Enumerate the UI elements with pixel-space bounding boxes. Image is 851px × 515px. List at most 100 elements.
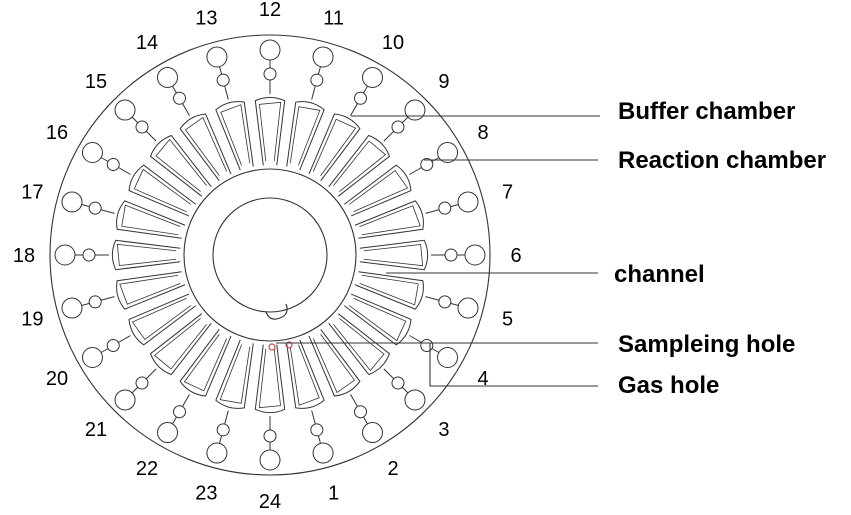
channel-outer [179,329,232,397]
stem [350,394,358,407]
channel-inner [258,348,282,409]
neck [172,416,177,425]
channel-outer [128,164,196,217]
channel-inner [363,243,424,267]
neck [450,204,459,208]
stem [118,167,131,175]
channel-inner [333,318,385,372]
channel-inner [359,274,419,306]
reaction-chamber [362,66,383,88]
neck [100,348,109,353]
center-hole [212,197,328,313]
neck [81,302,90,306]
chamber-number: 15 [85,71,107,93]
chamber-unit [308,66,383,181]
buffer-chamber [88,295,102,309]
stem [100,296,115,301]
channel-outer [215,339,254,409]
reaction-chamber [157,66,178,88]
gas-hole [285,341,293,349]
stem [145,130,157,142]
buffer-chamber [82,248,96,262]
buffer-chamber [263,429,277,443]
buffer-chamber [438,201,452,215]
stem [409,335,422,343]
chamber-unit [308,329,383,444]
stem [425,209,440,214]
reaction-chamber [464,244,486,266]
buffer-chamber [88,201,102,215]
buffer-chamber [310,73,324,87]
reaction-chamber [457,297,479,319]
reaction-chamber [114,99,136,121]
chamber-unit [157,329,232,444]
reaction-chamber [157,422,178,444]
channel-outer [328,134,391,197]
channel-outer [149,313,212,376]
neck [81,204,90,208]
chamber-number: 17 [21,181,43,203]
stem [224,85,229,100]
channel-outer [111,239,181,271]
stem [311,410,316,425]
stem [383,368,395,380]
neck [363,85,368,94]
channel-inner [184,116,228,177]
chamber-number: 7 [502,181,513,203]
neck [317,66,321,75]
channel-inner [289,344,320,406]
reaction-chamber [362,422,383,444]
chamber-unit [254,344,286,471]
chamber-number: 12 [259,0,281,21]
chamber-number: 1 [328,483,339,505]
chamber-unit [344,293,459,368]
neck [131,116,139,124]
channel-inner [312,118,357,177]
chamber-units [54,39,486,471]
reaction-chamber [312,46,334,68]
stem [409,167,422,175]
chamber-unit [354,271,479,319]
chamber-number: 9 [438,71,449,93]
chamber-number: 4 [477,368,488,390]
chamber-number: 6 [510,245,521,267]
channel-inner [153,318,207,370]
center-notch [265,303,288,320]
chamber-unit [54,239,181,271]
chamber-number: 10 [382,32,404,54]
label-sampling-hole: Sampleing hole [618,331,795,358]
buffer-chamber [173,91,186,105]
chamber-unit [81,142,196,217]
channel-inner [133,168,192,213]
channel-outer [328,313,391,376]
buffer-chamber [438,295,452,309]
buffer-chamber [420,158,434,171]
reaction-chamber [81,142,103,163]
neck [401,116,409,124]
buffer-chamber [354,405,367,419]
reaction-chamber [259,39,281,61]
channel-inner [131,297,192,341]
chamber-unit [328,99,426,197]
reaction-chamber [437,347,459,368]
reaction-chamber [404,389,426,411]
channel-outer [286,339,325,409]
chamber-unit [114,99,212,197]
neck [131,386,139,394]
neck [450,302,459,306]
neck [100,157,109,162]
channel-outer [344,164,412,217]
stem [224,410,229,425]
channel-outer [308,113,361,181]
buffer-chamber [216,73,230,87]
reaction-chamber [61,297,83,319]
chamber-number: 5 [502,309,513,331]
channel-outer [128,293,196,346]
buffer-chamber [354,91,367,105]
channel-outer [286,101,325,171]
stem [182,103,190,116]
chamber-unit [286,339,334,464]
chamber-number: 2 [387,458,398,480]
chamber-unit [61,191,186,239]
reaction-chamber [312,442,334,464]
